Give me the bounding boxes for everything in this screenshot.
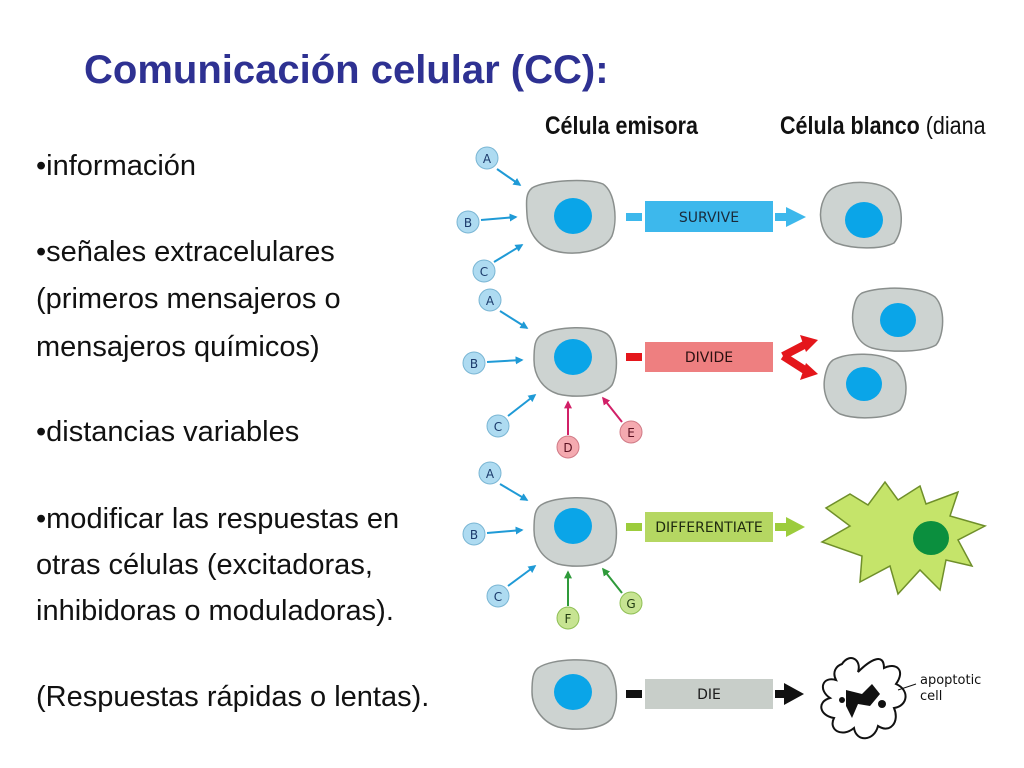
apoptotic-fragment-dot (878, 700, 886, 708)
signal-c-arrow (493, 244, 524, 263)
signal-b-arrow (480, 213, 518, 222)
daughter-nucleus-lower (846, 367, 882, 401)
divide-box (645, 342, 773, 372)
signal-c-circle-2 (486, 414, 510, 438)
signal-e-arrow (602, 396, 623, 423)
bullet-modificar-cont-2: inhibidoras o moduladoras). (36, 595, 394, 627)
signal-c-label-2: C (494, 420, 502, 434)
signal-b-arrow-2 (486, 356, 524, 365)
signal-a-label: A (483, 152, 492, 166)
differentiate-arrow-tail (626, 523, 642, 531)
target-nucleus-survive (845, 202, 883, 238)
apoptotic-pointer-line (897, 683, 917, 691)
daughter-nucleus-upper (880, 303, 916, 337)
sender-cell-header: Célula emisora (545, 112, 698, 140)
apoptotic-label-line2: cell (920, 689, 942, 704)
signal-a-label-2: A (486, 294, 495, 308)
target-cell-header-bold: Célula blanco (780, 112, 920, 140)
signal-f-circle (556, 606, 580, 630)
bullet-senales: •señales extracelulares (36, 236, 335, 268)
apoptotic-fragments (846, 684, 880, 718)
differentiated-nucleus (913, 521, 949, 555)
signal-f-label: F (565, 612, 572, 626)
nucleus-2 (554, 339, 592, 375)
signal-g-circle (619, 591, 643, 615)
nucleus-4 (554, 674, 592, 710)
row-die: DIE apoptotic cell (531, 657, 981, 740)
signal-d-label: D (563, 441, 572, 455)
target-cell-header: Célula blanco (diana (780, 114, 986, 139)
signal-c-label: C (480, 265, 488, 279)
bullet-respuestas: (Respuestas rápidas o lentas). (36, 681, 430, 713)
nucleus-1 (554, 198, 592, 234)
survive-arrow-tail (626, 213, 642, 221)
signal-c-arrow-3 (507, 565, 537, 587)
signal-b-label-2: B (470, 357, 478, 371)
signal-a-circle-2 (478, 288, 502, 312)
die-label: DIE (697, 687, 721, 703)
survive-arrow-shaft (775, 213, 787, 221)
divide-label: DIVIDE (685, 350, 733, 366)
bullet-informacion: •información (36, 150, 197, 182)
page-title: Comunicación celular (CC): (84, 48, 609, 92)
differentiate-box (645, 512, 773, 542)
row-survive: A B C SURVIVE (456, 146, 902, 283)
signal-a-circle-3 (478, 461, 502, 485)
signal-a-arrow-2 (499, 310, 529, 329)
nucleus-3 (554, 508, 592, 544)
bullet-senales-cont-1: (primeros mensajeros o (36, 283, 341, 315)
signal-g-arrow (602, 567, 623, 594)
divide-fork-arrow (780, 339, 811, 376)
divide-arrow-tail (626, 353, 642, 361)
die-box (645, 679, 773, 709)
signal-c-arrow-2 (507, 394, 537, 417)
divide-arrowhead-up (800, 335, 818, 352)
differentiate-label: DIFFERENTIATE (655, 520, 762, 536)
survive-box (645, 201, 773, 232)
signal-d-circle (556, 435, 580, 459)
apoptotic-fragment-dot-2 (839, 697, 845, 703)
signal-a-circle (475, 146, 499, 170)
signal-c-circle (472, 259, 496, 283)
signal-e-circle (619, 420, 643, 444)
survive-arrowhead (786, 207, 806, 227)
survive-label: SURVIVE (679, 210, 739, 226)
apoptotic-label-line1: apoptotic (920, 673, 981, 688)
signal-b-arrow-3 (486, 526, 524, 535)
bullet-distancias: •distancias variables (36, 416, 300, 448)
target-cell-header-rest: (diana (919, 112, 986, 140)
differentiate-arrow-shaft (775, 523, 787, 531)
bullet-modificar: •modificar las respuestas en (36, 503, 400, 535)
differentiate-arrowhead (786, 517, 805, 537)
signal-a-arrow (496, 168, 522, 186)
signal-e-label: E (627, 426, 635, 440)
die-arrowhead (784, 683, 804, 705)
differentiated-cell (820, 480, 988, 596)
signal-c-circle-3 (486, 584, 510, 608)
signal-b-circle (456, 210, 480, 234)
signal-b-label: B (464, 216, 472, 230)
signal-b-circle-3 (462, 522, 486, 546)
die-arrow-tail (626, 690, 642, 698)
signal-a-label-3: A (486, 467, 495, 481)
signal-a-arrow-3 (499, 483, 529, 501)
signal-g-label: G (626, 597, 635, 611)
die-arrow-shaft (775, 690, 785, 698)
row-divide: A B C D E DIVIDE (462, 287, 944, 459)
bullet-modificar-cont-1: otras células (excitadoras, (36, 549, 373, 581)
divide-arrowhead-down (800, 363, 818, 380)
bullet-senales-cont-2: mensajeros químicos) (36, 331, 320, 363)
signal-b-label-3: B (470, 528, 478, 542)
signal-c-label-3: C (494, 590, 502, 604)
row-differentiate: A B C F G DIFFERENTIATE (462, 461, 988, 630)
signal-b-circle-2 (462, 351, 486, 375)
